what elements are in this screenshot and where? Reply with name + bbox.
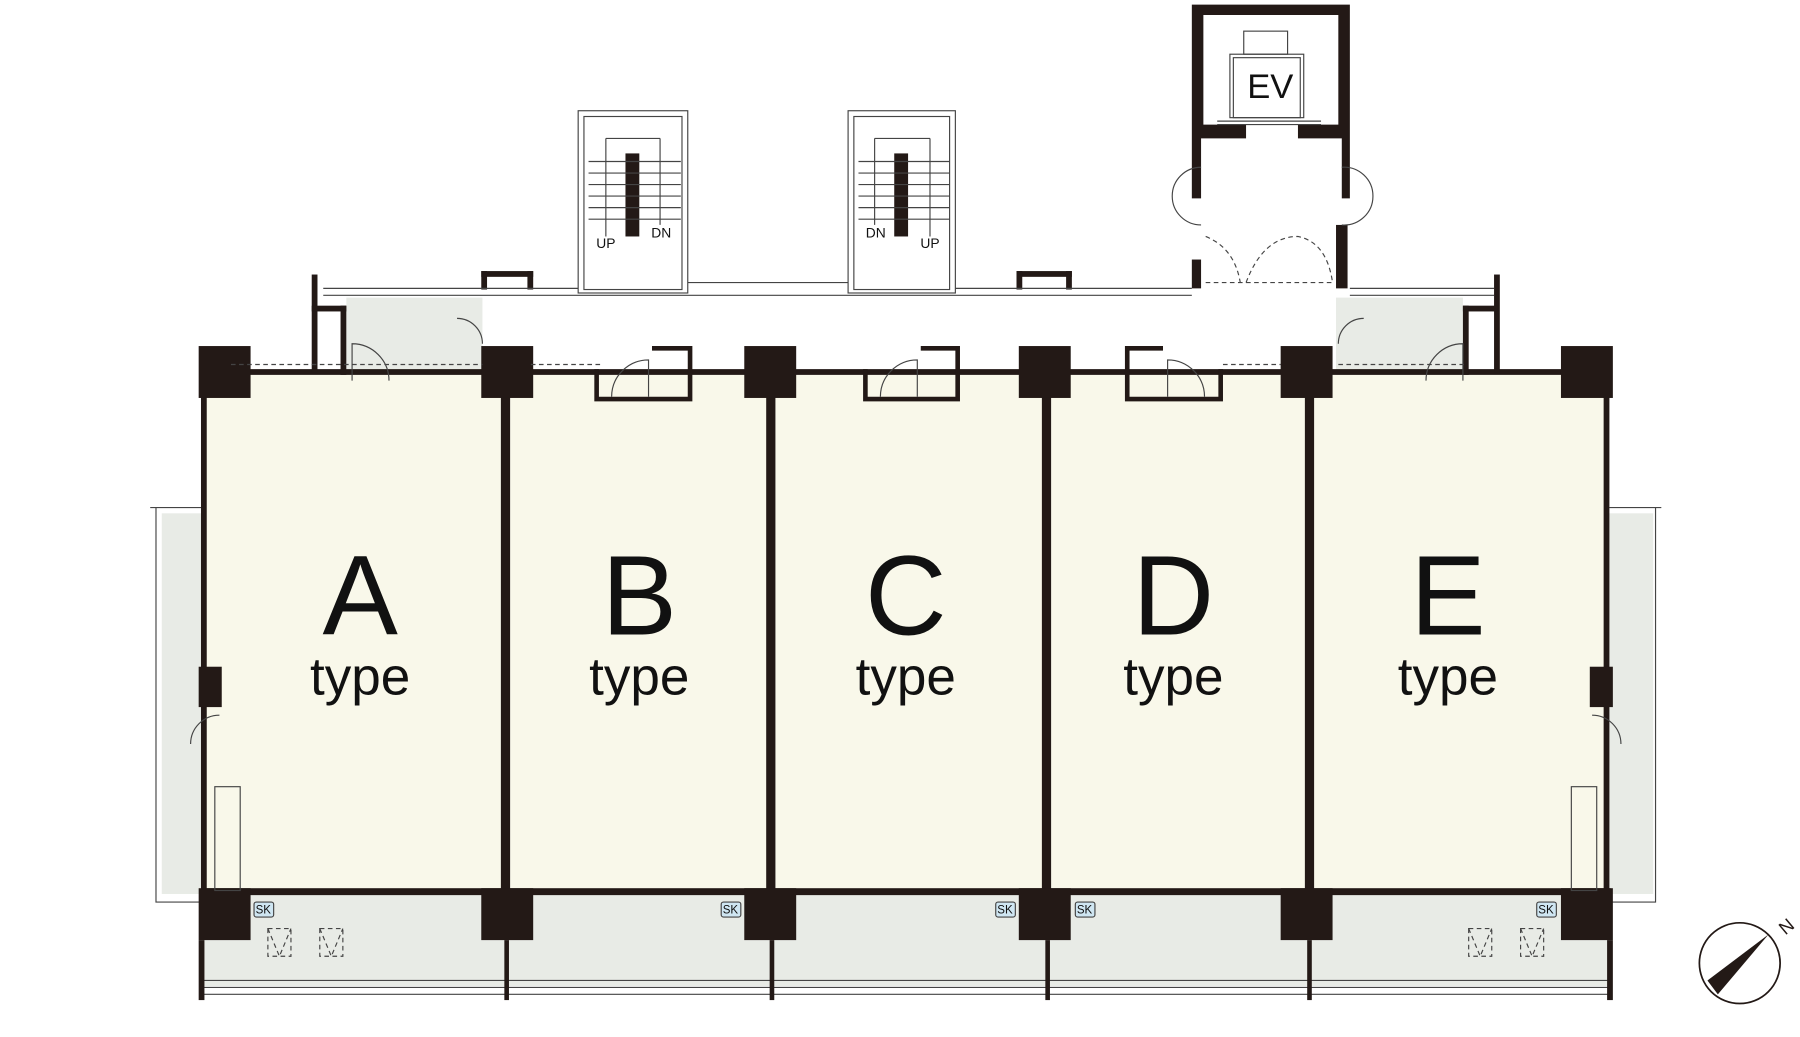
stair-2-up-label: UP [920,235,939,251]
unit-d-letter: D [1133,532,1215,658]
unit-a-room [205,374,504,891]
south-balcony [203,893,1610,987]
sink-label: SK [723,905,739,917]
stair-1-dn-label: DN [651,225,671,241]
unit-b-letter: B [602,532,677,658]
elevator: EV [1171,4,1374,289]
stair-1: UP DN [577,110,689,294]
elevator-label: EV [1247,68,1293,106]
unit-e-letter: E [1410,532,1485,658]
ac-units [267,927,1545,958]
unit-e-room [1314,374,1605,891]
sinks: SK SK SK SK SK [253,901,1557,918]
unit-c-room [775,374,1045,891]
unit-a-letter: A [322,532,398,658]
stair-2-dn-label: DN [866,225,886,241]
unit-c-type: type [856,647,956,706]
unit-e-type: type [1398,647,1498,706]
unit-b-room [510,374,769,891]
unit-d-room [1051,374,1308,891]
unit-c-letter: C [865,532,947,658]
sink-label: SK [997,905,1013,917]
unit-d-type: type [1123,647,1223,706]
sink-label: SK [1538,905,1554,917]
stair-2: DN UP [847,110,956,294]
unit-a-type: type [310,647,410,706]
sink-label: SK [256,905,272,917]
walls [198,271,1613,1001]
entry-porch-e [1336,297,1463,379]
unit-b-type: type [589,647,689,706]
north-compass-icon: N [1698,914,1798,1005]
stair-1-up-label: UP [596,235,615,251]
compass-north-label: N [1774,914,1798,939]
east-balcony [1607,513,1654,894]
sink-label: SK [1077,905,1093,917]
entry-porch-a [346,297,483,379]
